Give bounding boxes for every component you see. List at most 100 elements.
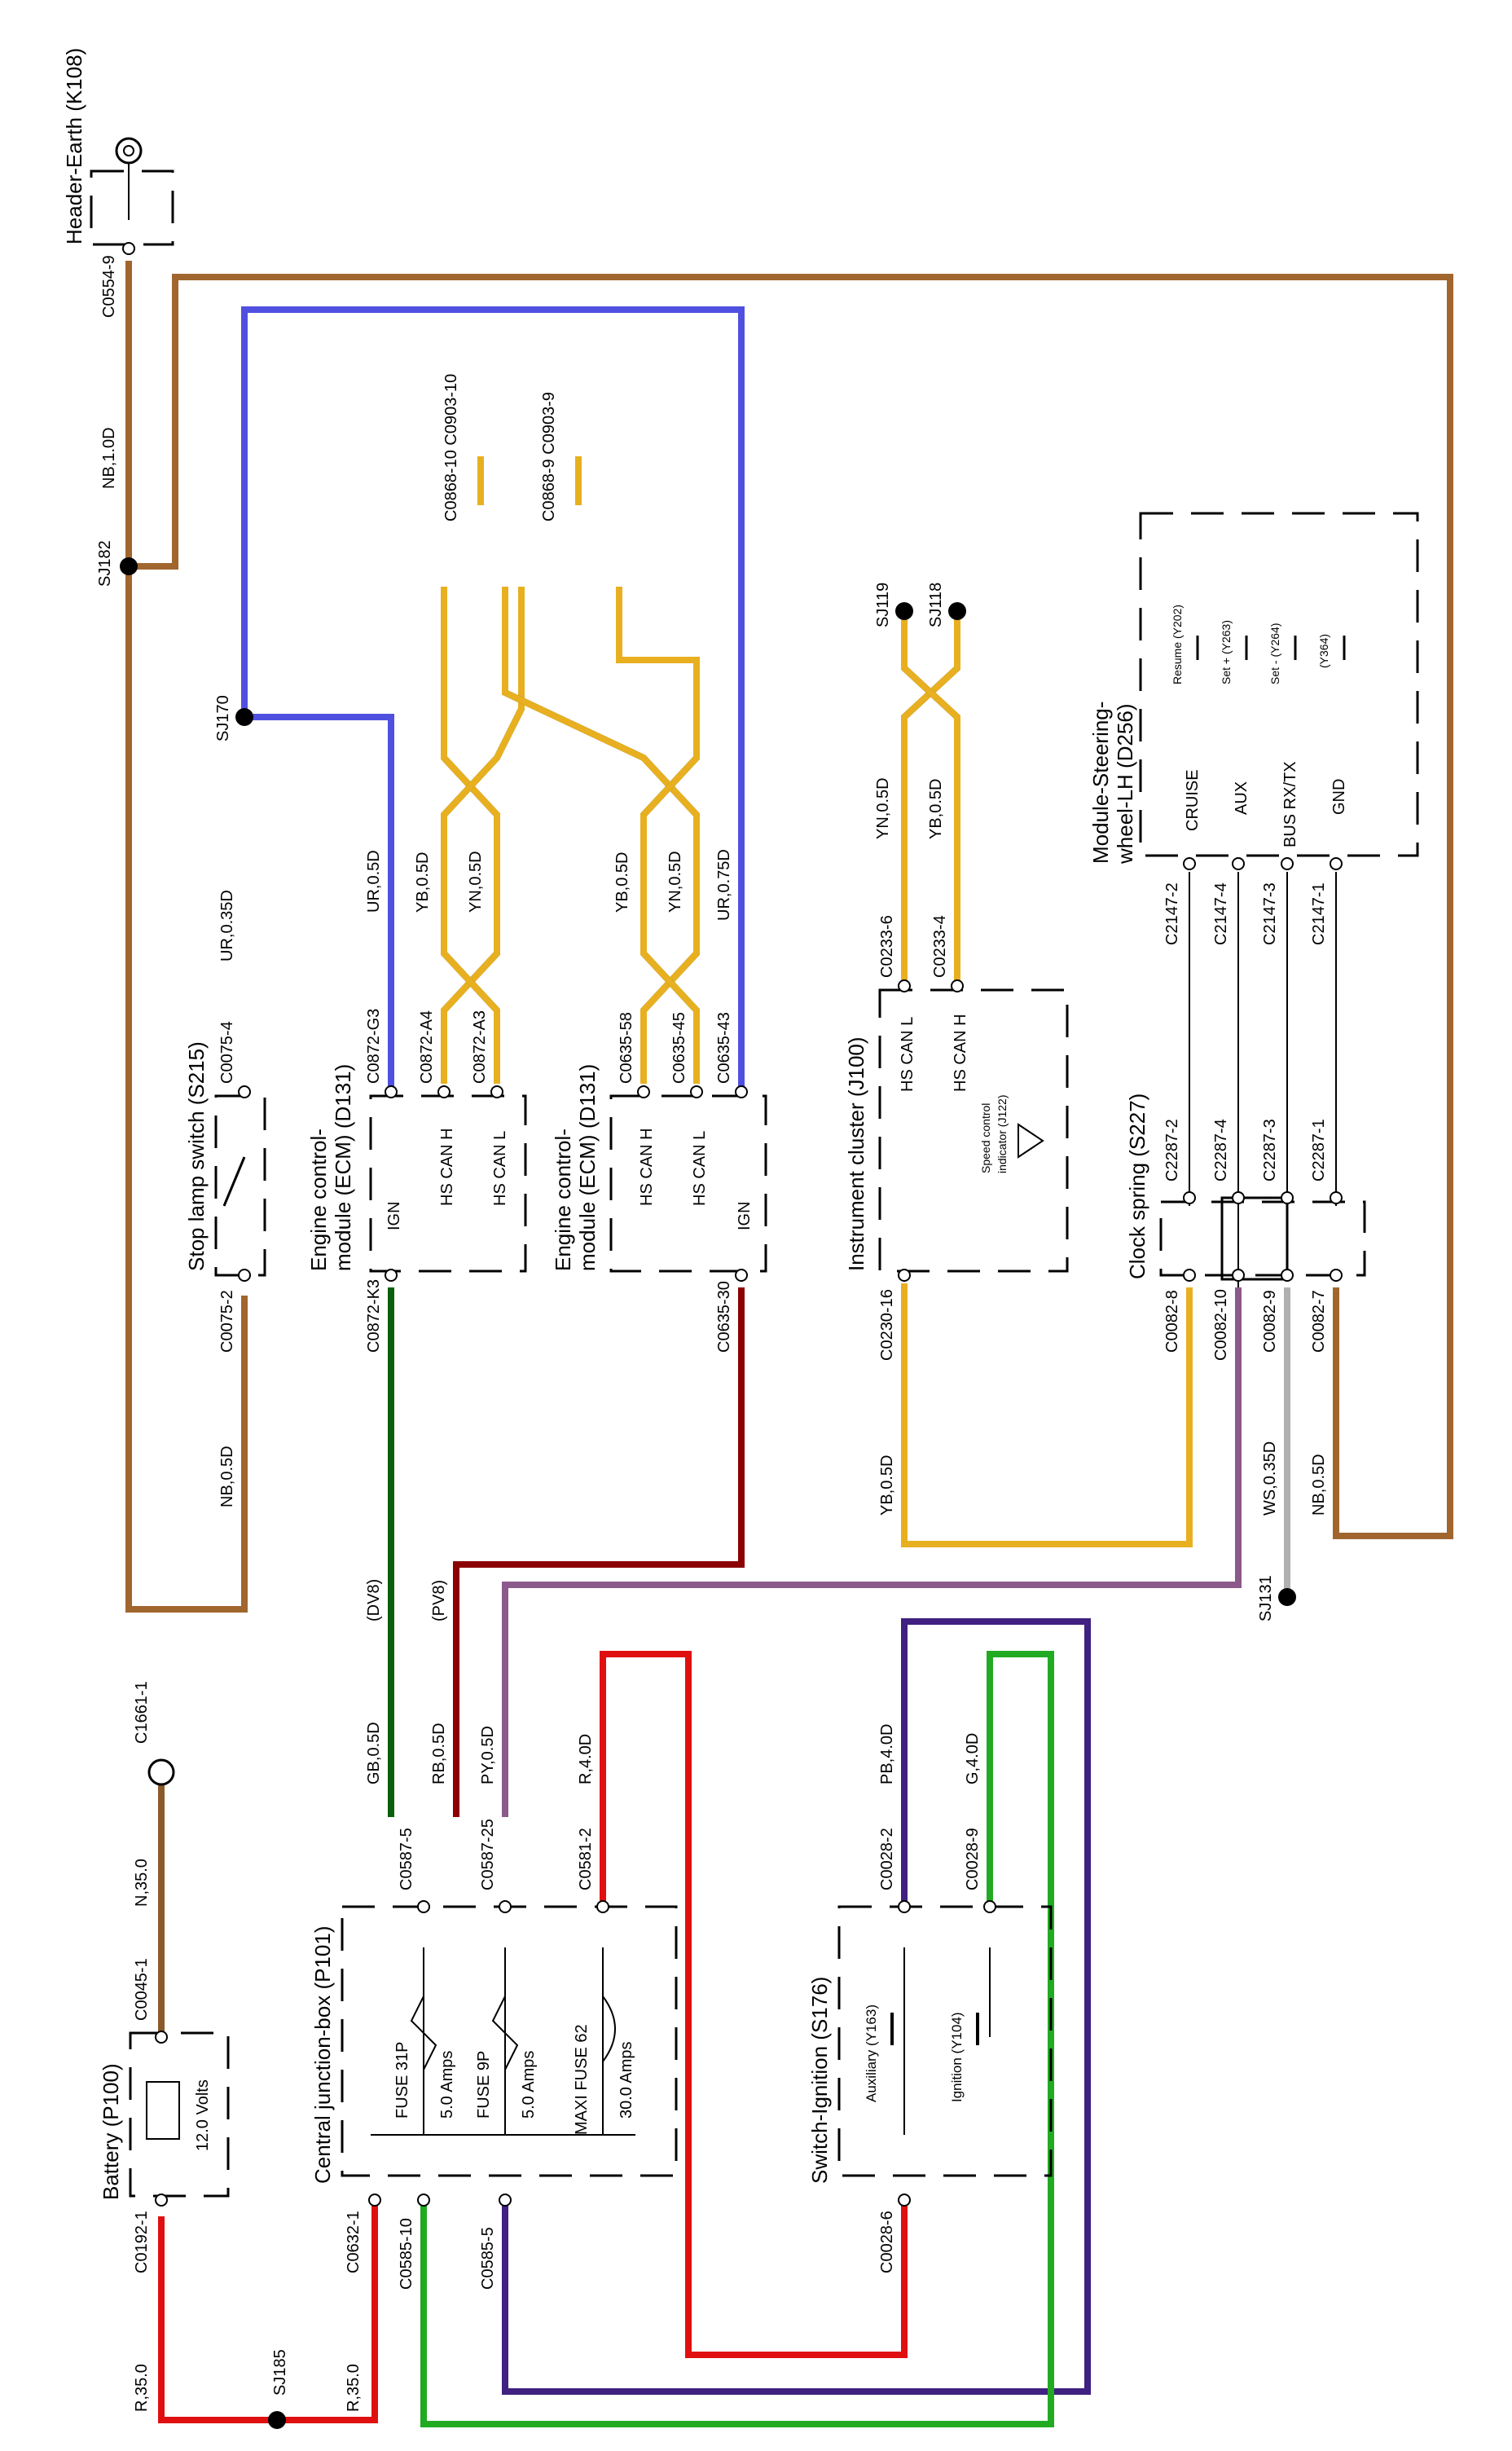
battery-icon bbox=[146, 2081, 180, 2140]
maxi-fuse-icon bbox=[602, 1996, 616, 2062]
switch-contact-icon bbox=[222, 1156, 246, 1207]
wire-can-a-yb bbox=[441, 587, 500, 1084]
conn-c0635-30: C0635-30 bbox=[715, 1281, 733, 1353]
conn-c0233-6: C0233-6 bbox=[878, 915, 896, 978]
stop-lamp-switch-box bbox=[214, 1094, 266, 1277]
wire-yb-0-5d-a-label: YB,0.5D bbox=[414, 852, 432, 913]
wire-nb-0-5d-bottom-label: NB,0.5D bbox=[1310, 1454, 1328, 1516]
bus-rx-tx-label: BUS RX/TX bbox=[1281, 761, 1299, 847]
clock-spring-box bbox=[1159, 1200, 1366, 1277]
aux-label: AUX bbox=[1233, 781, 1250, 815]
ignition-switch-box bbox=[837, 1905, 1053, 2177]
wire-gb-0-5d-label: GB,0.5D bbox=[365, 1722, 383, 1784]
conn-c2147-1: C2147-1 bbox=[1310, 882, 1328, 945]
maxi-fuse-rating: 30.0 Amps bbox=[618, 2041, 635, 2119]
wire-pb-4-0d-label: PB,4.0D bbox=[878, 1724, 896, 1784]
conn-c0230-16: C0230-16 bbox=[878, 1289, 896, 1361]
conn-c0635-58: C0635-58 bbox=[618, 1012, 635, 1084]
auxiliary-label: Auxiliary (Y163) bbox=[864, 2004, 879, 2102]
central-junction-box-label: Central junction-box (P101) bbox=[310, 1926, 335, 2185]
pin-layer bbox=[122, 242, 1343, 2207]
ecm-b-label-2: module (ECM) (D131) bbox=[575, 1064, 600, 1271]
wire-g bbox=[420, 1651, 1054, 2427]
splice-sj170 bbox=[235, 708, 253, 726]
conn-c2287-1: C2287-1 bbox=[1310, 1119, 1328, 1181]
steering-module-label-2: wheel-LH (D256) bbox=[1113, 703, 1137, 865]
wire-nb-0-5d-stop-label: NB,0.5D bbox=[218, 1446, 236, 1507]
conn-c2287-3: C2287-3 bbox=[1261, 1119, 1279, 1181]
fuse-31p-label: FUSE 31P bbox=[393, 2042, 411, 2119]
conn-c0635-43: C0635-43 bbox=[715, 1012, 733, 1084]
resume-label: Resume (Y202) bbox=[1171, 605, 1184, 684]
conn-c0233-4: C0233-4 bbox=[931, 915, 949, 978]
ecm-b-label-1: Engine control- bbox=[551, 1129, 575, 1271]
set-plus-label: Set + (Y263) bbox=[1220, 620, 1233, 684]
conn-c0587-5: C0587-5 bbox=[398, 1828, 415, 1890]
conn-c0587-25: C0587-25 bbox=[479, 1819, 497, 1890]
fuse-9p-icon bbox=[491, 1996, 519, 2070]
splice-sj131 bbox=[1278, 1588, 1296, 1606]
fuse-31p-rating: 5.0 Amps bbox=[438, 2051, 456, 2119]
wire-layer bbox=[125, 261, 1453, 2427]
splice-sj131-label: SJ131 bbox=[1257, 1575, 1275, 1622]
conn-c0585-5: C0585-5 bbox=[479, 2227, 497, 2290]
wire-yn-0-5d-a-label: YN,0.5D bbox=[467, 851, 485, 913]
conn-c2147-4: C2147-4 bbox=[1212, 882, 1230, 945]
wire-ur-0-5d-label: UR,0.5D bbox=[365, 850, 383, 913]
clock-spring-label: Clock spring (S227) bbox=[1125, 1093, 1149, 1279]
conn-c0028-6: C0028-6 bbox=[878, 2211, 896, 2273]
splice-sj185 bbox=[268, 2411, 286, 2429]
speed-control-label-1: Speed control bbox=[979, 1103, 992, 1173]
battery-voltage-label: 12.0 Volts bbox=[194, 2079, 212, 2151]
splice-layer bbox=[120, 557, 1296, 2429]
ecm-a-label-2: module (ECM) (D131) bbox=[331, 1064, 355, 1271]
conn-c0632-1: C0632-1 bbox=[345, 2211, 363, 2273]
battery-label: Battery (P100) bbox=[99, 2063, 123, 2200]
instrument-cluster-label: Instrument cluster (J100) bbox=[844, 1036, 868, 1271]
conn-c0045-1: C0045-1 bbox=[133, 1958, 151, 2021]
wire-yn-0-5d-ic-label: YN,0.5D bbox=[874, 777, 892, 839]
wire-py bbox=[502, 1287, 1242, 1817]
wire-can-a-yn bbox=[441, 587, 525, 1084]
conn-c0872-a3: C0872-A3 bbox=[471, 1010, 489, 1084]
steering-switches bbox=[1196, 636, 1346, 660]
wire-ur-0-75d-label: UR,0.75D bbox=[715, 849, 733, 921]
splice-sj182-label: SJ182 bbox=[96, 540, 114, 587]
ecm-b-box bbox=[609, 1094, 767, 1273]
header-earth-label: Header-Earth (K108) bbox=[62, 48, 86, 244]
conn-c2147-3: C2147-3 bbox=[1261, 882, 1279, 945]
wire-rb bbox=[453, 1287, 745, 1817]
conn-c2287-4: C2287-4 bbox=[1212, 1119, 1230, 1181]
wire-ur bbox=[241, 306, 745, 1088]
wire-rb-0-5d-label: RB,0.5D bbox=[430, 1723, 448, 1784]
ignition-switch-label: Switch-Ignition (S176) bbox=[807, 1977, 832, 2184]
wire-py-0-5d-label: PY,0.5D bbox=[479, 1726, 497, 1784]
ecm-b-ign: IGN bbox=[736, 1201, 754, 1230]
maxi-fuse-label: MAXI FUSE 62 bbox=[573, 2024, 591, 2135]
conn-c0028-2: C0028-2 bbox=[878, 1828, 896, 1890]
ic-hs-can-l: HS CAN L bbox=[899, 1017, 916, 1092]
conn-c0868-10: C0868-10 C0903-10 bbox=[442, 374, 460, 521]
wire-yb-0-5d-bottom-label: YB,0.5D bbox=[878, 1455, 896, 1516]
label-layer: Header-Earth (K108) Stop lamp switch (S2… bbox=[62, 48, 1348, 2412]
wire-pb bbox=[502, 1618, 1091, 2395]
ecm-a-hs-can-h: HS CAN H bbox=[438, 1128, 456, 1206]
wire-r-35-left-label: R,35.0 bbox=[133, 2364, 151, 2412]
splice-sj170-label: SJ170 bbox=[214, 695, 232, 741]
conn-c0554-9: C0554-9 bbox=[100, 255, 118, 318]
steering-module-label-1: Module-Steering- bbox=[1088, 702, 1113, 864]
battery-box bbox=[129, 2031, 230, 2198]
earth-icon bbox=[115, 137, 143, 165]
cruise-label: CRUISE bbox=[1184, 769, 1202, 831]
wire-ur-0-35d-label: UR,0.35D bbox=[218, 890, 236, 961]
speed-indicator-icon bbox=[1018, 1123, 1044, 1159]
ic-hs-can-h: HS CAN H bbox=[952, 1014, 969, 1092]
conn-c2147-2: C2147-2 bbox=[1163, 882, 1181, 945]
splice-sj118 bbox=[948, 602, 966, 620]
conn-c0872-g3: C0872-G3 bbox=[365, 1009, 383, 1084]
set-minus-label: Set - (Y264) bbox=[1268, 623, 1281, 684]
wire-n-35-label: N,35.0 bbox=[133, 1859, 151, 1907]
steering-module-box bbox=[1139, 512, 1419, 857]
header-earth-box bbox=[90, 169, 174, 246]
